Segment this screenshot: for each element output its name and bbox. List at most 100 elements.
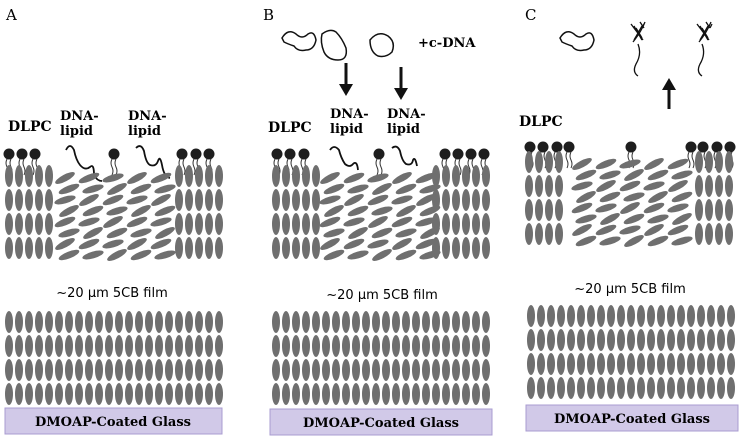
lc-molecule [215, 383, 223, 405]
dna-lipid-strands-b [329, 145, 418, 171]
lc-molecule [647, 329, 655, 351]
lc-molecule [452, 335, 460, 357]
panel-letter-a: A [5, 6, 17, 24]
lc-molecule [482, 311, 490, 333]
lc-molecule [95, 383, 103, 405]
lc-molecule [85, 311, 93, 333]
lc-molecule [697, 305, 705, 327]
lc-molecule [282, 359, 290, 381]
lc-molecule [175, 335, 183, 357]
lc-molecule [302, 213, 310, 235]
lc-molecule [125, 383, 133, 405]
lc-molecule [312, 359, 320, 381]
lc-molecule [617, 377, 625, 399]
lc-bottom-layer-b [272, 311, 490, 405]
lc-molecule [607, 353, 615, 375]
lc-molecule [165, 311, 173, 333]
lc-molecule [647, 214, 669, 224]
lc-molecule [15, 359, 23, 381]
lc-molecule [637, 329, 645, 351]
free-dna-strand-c [559, 31, 595, 52]
arrow-down-b2 [394, 67, 408, 100]
lc-molecule [482, 213, 490, 235]
lc-molecule [442, 359, 450, 381]
lc-molecule [525, 175, 533, 197]
lc-molecule [392, 383, 400, 405]
lc-molecule [55, 383, 63, 405]
lc-molecule [185, 213, 193, 235]
lc-molecule [154, 250, 176, 260]
lc-molecule [571, 202, 593, 214]
lc-molecule [472, 383, 480, 405]
lc-molecule [623, 213, 645, 225]
lc-molecule [657, 329, 665, 351]
lc-molecule [343, 238, 365, 250]
lc-molecule [667, 224, 689, 236]
lc-molecule [555, 151, 563, 173]
lc-molecule [525, 223, 533, 245]
lc-molecule [195, 237, 203, 259]
lc-molecule [332, 359, 340, 381]
lc-molecule [348, 227, 368, 239]
lc-molecule [83, 227, 103, 239]
lc-molecule [215, 165, 223, 187]
lc-molecule [422, 383, 430, 405]
lc-molecule [647, 305, 655, 327]
lc-molecule [15, 335, 23, 357]
lc-molecule [462, 335, 470, 357]
lc-molecule [5, 359, 13, 381]
lc-molecule [482, 165, 490, 187]
lc-molecule [45, 359, 53, 381]
lc-molecule [482, 237, 490, 259]
lc-molecule [215, 311, 223, 333]
lc-molecule [627, 353, 635, 375]
dna-lipid-label-b2: DNA- [387, 107, 426, 122]
lc-molecule [452, 383, 460, 405]
lc-molecule [312, 189, 320, 211]
lc-molecule [312, 383, 320, 405]
lc-molecule [422, 335, 430, 357]
panel-c: C DLPC ~20 μm 5CB film DMOAP-Coated Glas… [519, 6, 739, 432]
lc-molecule [272, 237, 280, 259]
lc-molecule [282, 189, 290, 211]
lc-molecule [667, 305, 675, 327]
lc-molecule [482, 383, 490, 405]
lc-molecule [442, 165, 450, 187]
film-label-a: ~20 μm 5CB film [56, 286, 168, 301]
lc-molecule [715, 175, 723, 197]
lc-molecule [185, 165, 193, 187]
lc-molecule [362, 335, 370, 357]
lc-molecule [175, 237, 183, 259]
lc-molecule [392, 359, 400, 381]
lc-molecule [368, 216, 388, 228]
lc-molecule [644, 158, 664, 170]
lc-bottom-layer-a [5, 311, 223, 405]
lc-molecule [402, 383, 410, 405]
lc-molecule [125, 359, 133, 381]
lc-molecule [35, 383, 43, 405]
lc-molecule [215, 237, 223, 259]
lc-molecule [727, 353, 735, 375]
lc-molecule [715, 151, 723, 173]
lc-molecule [5, 383, 13, 405]
lc-molecule [627, 377, 635, 399]
lc-molecule [45, 383, 53, 405]
lc-molecule [422, 359, 430, 381]
lc-molecule [415, 172, 437, 184]
lc-molecule [105, 383, 113, 405]
lc-molecule [165, 335, 173, 357]
lc-molecule [402, 359, 410, 381]
lc-molecule [537, 353, 545, 375]
lc-molecule [727, 377, 735, 399]
lc-molecule [577, 305, 585, 327]
lc-molecule [372, 359, 380, 381]
lipid-tail [687, 151, 695, 169]
lc-molecule [555, 223, 563, 245]
lc-molecule [599, 170, 621, 180]
lc-molecule [292, 383, 300, 405]
lc-molecule [155, 227, 175, 239]
lc-molecule [35, 213, 43, 235]
lc-molecule [127, 172, 147, 184]
lc-molecule [395, 228, 417, 238]
lc-molecule [151, 194, 171, 206]
